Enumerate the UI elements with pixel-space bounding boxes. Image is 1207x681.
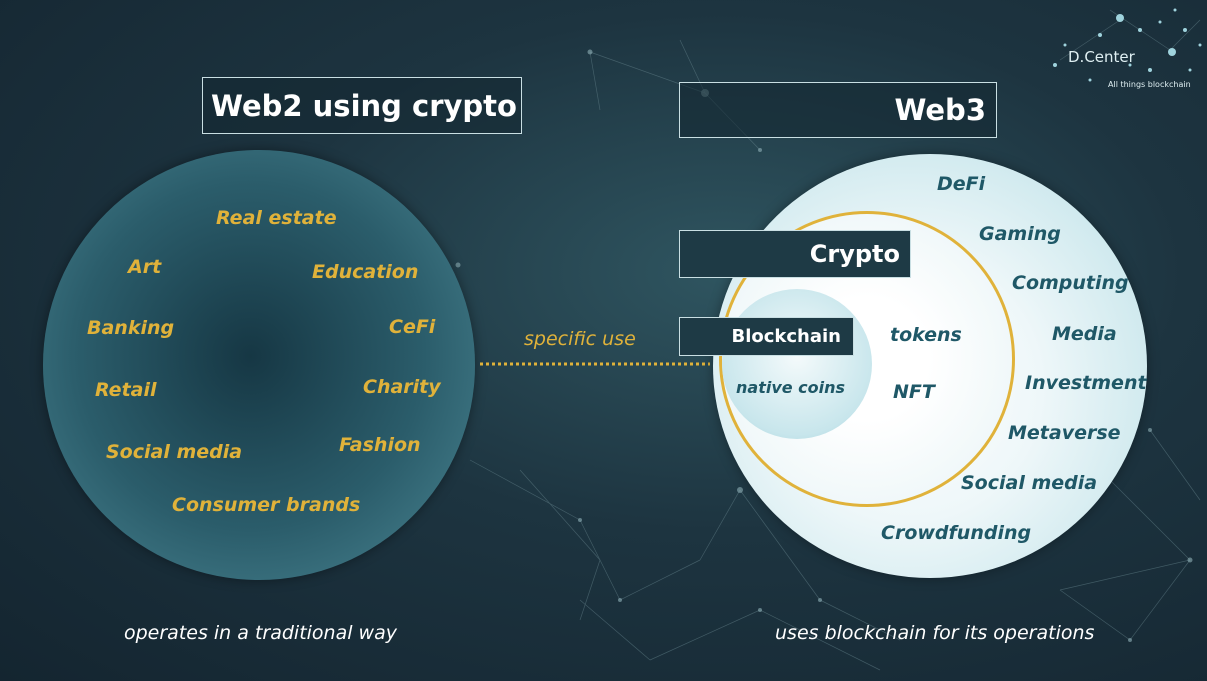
web2-item: CeFi bbox=[389, 316, 436, 338]
web2-item: Consumer brands bbox=[172, 494, 361, 516]
web2-title-box: Web2 using crypto bbox=[202, 77, 522, 134]
web2-circle bbox=[43, 150, 475, 580]
web3-item: Metaverse bbox=[1008, 422, 1121, 444]
web2-item: Social media bbox=[106, 441, 243, 463]
crypto-label-box: Crypto bbox=[679, 230, 911, 278]
web2-item: Real estate bbox=[216, 207, 337, 229]
inner-item: tokens bbox=[890, 324, 962, 346]
web2-item: Banking bbox=[87, 317, 175, 339]
blockchain-label-box: Blockchain bbox=[679, 317, 854, 356]
crypto-label: Crypto bbox=[809, 240, 900, 268]
web2-caption: operates in a traditional way bbox=[124, 622, 397, 644]
blockchain-circle bbox=[722, 289, 872, 439]
web3-title: Web3 bbox=[894, 93, 986, 127]
web2-item: Charity bbox=[363, 376, 441, 398]
web2-item: Retail bbox=[95, 379, 157, 401]
logo-tagline: All things blockchain bbox=[1108, 80, 1191, 89]
logo: D.Center All things blockchain bbox=[1068, 48, 1191, 89]
web3-caption: uses blockchain for its operations bbox=[775, 622, 1095, 644]
connector-label: specific use bbox=[524, 328, 636, 350]
web2-item: Art bbox=[128, 256, 162, 278]
web2-item: Education bbox=[312, 261, 419, 283]
inner-item: NFT bbox=[893, 381, 935, 403]
web2-item: Fashion bbox=[339, 434, 421, 456]
web3-item: Computing bbox=[1012, 272, 1129, 294]
web3-item: Crowdfunding bbox=[881, 522, 1032, 544]
web3-title-box: Web3 bbox=[679, 82, 997, 138]
logo-name: D.Center bbox=[1068, 48, 1135, 66]
web3-item: Gaming bbox=[979, 223, 1061, 245]
web3-item: Social media bbox=[961, 472, 1098, 494]
blockchain-label: Blockchain bbox=[731, 326, 841, 347]
web3-item: Investment bbox=[1025, 372, 1147, 394]
web3-item: Media bbox=[1052, 323, 1117, 345]
web2-title: Web2 using crypto bbox=[211, 88, 517, 123]
connector-line bbox=[480, 362, 710, 366]
inner-item: native coins bbox=[736, 378, 846, 397]
web3-item: DeFi bbox=[937, 173, 986, 195]
